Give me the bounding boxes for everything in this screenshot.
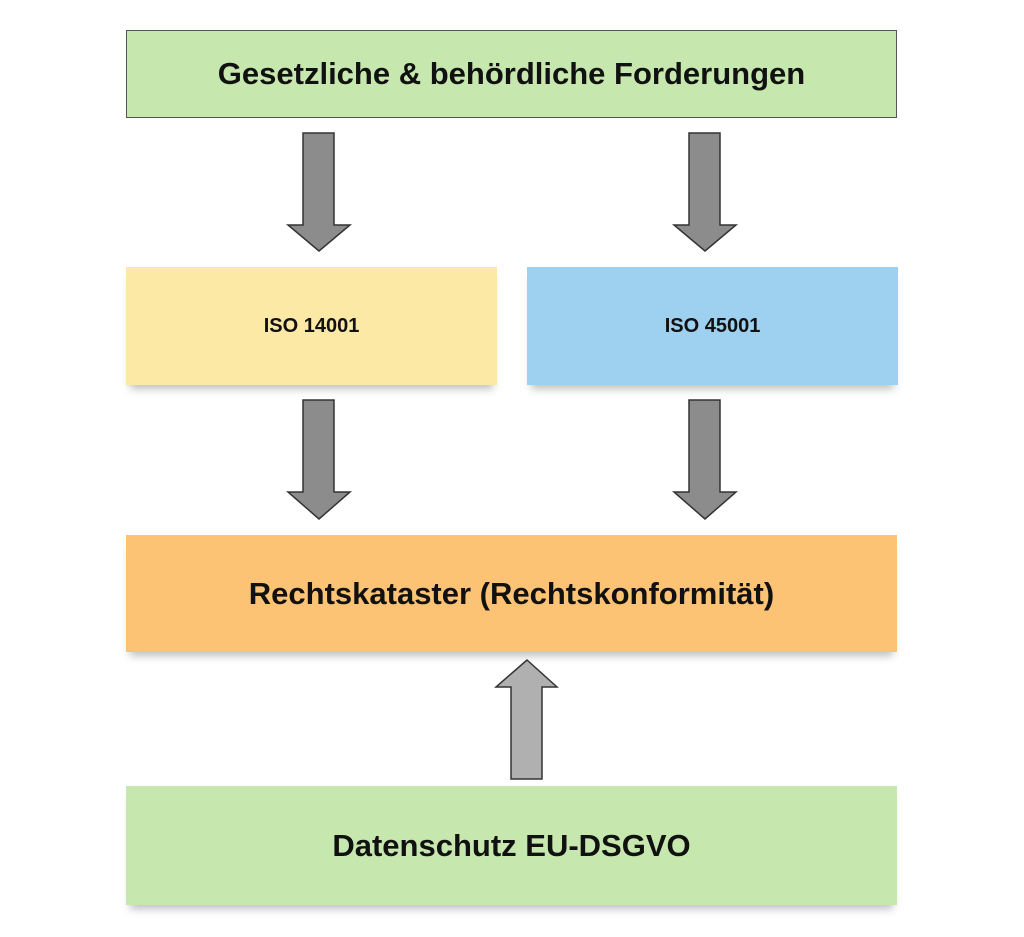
arrow-down-icon xyxy=(285,132,353,252)
arrow-down-icon xyxy=(671,399,739,520)
arrow-down-icon xyxy=(285,399,353,520)
box-label: Datenschutz EU-DSGVO xyxy=(332,827,691,863)
box-label: ISO 14001 xyxy=(263,314,360,337)
box-label: Gesetzliche & behördliche Forderungen xyxy=(217,56,806,91)
box-datenschutz: Datenschutz EU-DSGVO xyxy=(126,786,897,905)
box-iso-45001: ISO 45001 xyxy=(527,267,898,385)
box-legal-requirements: Gesetzliche & behördliche Forderungen xyxy=(126,30,897,118)
box-iso-14001: ISO 14001 xyxy=(126,267,497,385)
arrow-up-icon xyxy=(493,658,559,780)
box-rechtskataster: Rechtskataster (Rechtskonformität) xyxy=(126,535,897,652)
box-label: Rechtskataster (Rechtskonformität) xyxy=(248,575,775,611)
arrow-down-icon xyxy=(671,132,739,252)
box-label: ISO 45001 xyxy=(664,314,761,337)
